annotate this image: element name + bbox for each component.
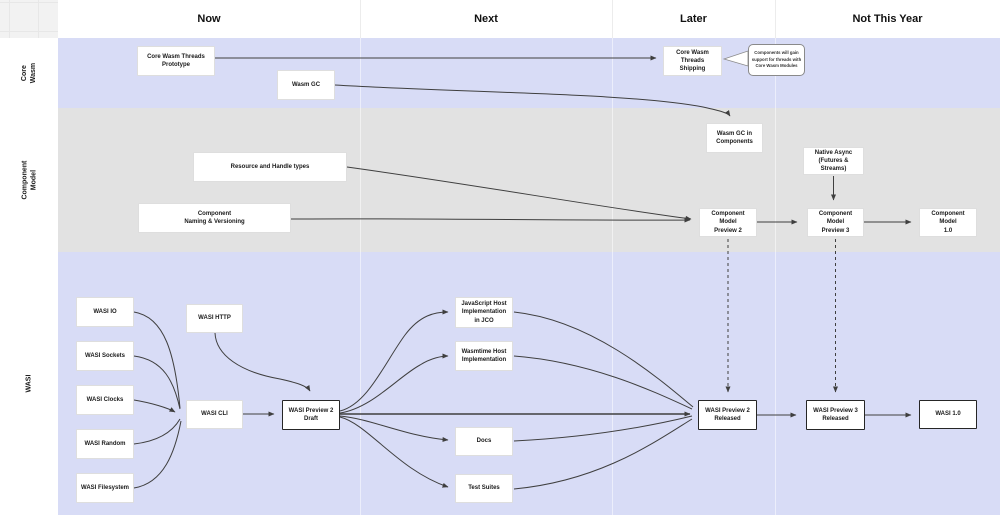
node-wasm-gc-in-components[interactable]: Wasm GC in Components: [706, 123, 763, 153]
column-divider: [612, 38, 613, 515]
node-component-model-1-0[interactable]: Component Model 1.0: [919, 208, 977, 237]
node-wasi-preview-2-released[interactable]: WASI Preview 2 Released: [698, 400, 757, 430]
node-wasm-gc[interactable]: Wasm GC: [277, 70, 335, 100]
node-docs[interactable]: Docs: [455, 427, 513, 456]
lane-wasi-bg: [58, 252, 1000, 515]
node-wasi-sockets[interactable]: WASI Sockets: [76, 341, 134, 371]
column-header-now: Now: [58, 0, 360, 38]
node-resource-and-handle-types[interactable]: Resource and Handle types: [193, 152, 347, 182]
node-core-wasm-threads-prototype[interactable]: Core Wasm Threads Prototype: [137, 46, 215, 76]
node-wasi-io[interactable]: WASI IO: [76, 297, 134, 327]
callout-threads-note[interactable]: Components will gain support for threads…: [748, 44, 805, 76]
node-component-naming-versioning[interactable]: Component Naming & Versioning: [138, 203, 291, 233]
header-divider: [775, 0, 776, 38]
column-header-label: Later: [680, 13, 707, 25]
node-wasi-clocks[interactable]: WASI Clocks: [76, 385, 134, 415]
node-wasi-preview-2-draft[interactable]: WASI Preview 2 Draft: [282, 400, 340, 430]
node-javascript-host-implementation[interactable]: JavaScript Host Implementation in JCO: [455, 297, 513, 328]
column-header-not-this-year: Not This Year: [775, 0, 1000, 38]
lane-label-text: WASI: [25, 374, 33, 393]
node-test-suites[interactable]: Test Suites: [455, 474, 513, 503]
node-core-wasm-threads-shipping[interactable]: Core Wasm Threads Shipping: [663, 46, 722, 76]
header-divider: [360, 0, 361, 38]
column-header-label: Now: [197, 13, 221, 25]
header-divider: [612, 0, 613, 38]
column-header-later: Later: [612, 0, 775, 38]
column-header-label: Next: [474, 13, 498, 25]
node-wasi-cli[interactable]: WASI CLI: [186, 400, 243, 429]
lane-label-core-wasm: Core Wasm: [0, 38, 58, 108]
column-header-label: Not This Year: [852, 13, 923, 25]
node-wasmtime-host-implementation[interactable]: Wasmtime Host Implementation: [455, 341, 513, 371]
column-divider: [360, 38, 361, 515]
node-wasi-http[interactable]: WASI HTTP: [186, 304, 243, 333]
lane-label-text: Component Model: [20, 160, 37, 200]
node-native-async[interactable]: Native Async (Futures & Streams): [803, 147, 864, 175]
column-header-next: Next: [360, 0, 612, 38]
node-component-model-preview-2[interactable]: Component Model Preview 2: [699, 208, 757, 237]
lane-label-text: Core Wasm: [20, 62, 37, 84]
canvas-grid-corner: [0, 0, 58, 38]
node-wasi-1-0[interactable]: WASI 1.0: [919, 400, 977, 429]
node-wasi-preview-3-released[interactable]: WASI Preview 3 Released: [806, 400, 865, 430]
lane-label-component-model: Component Model: [0, 108, 58, 252]
node-wasi-random[interactable]: WASI Random: [76, 429, 134, 459]
node-component-model-preview-3[interactable]: Component Model Preview 3: [807, 208, 864, 237]
lane-label-wasi: WASI: [0, 252, 58, 515]
node-wasi-filesystem[interactable]: WASI Filesystem: [76, 473, 134, 503]
column-divider: [775, 38, 776, 515]
